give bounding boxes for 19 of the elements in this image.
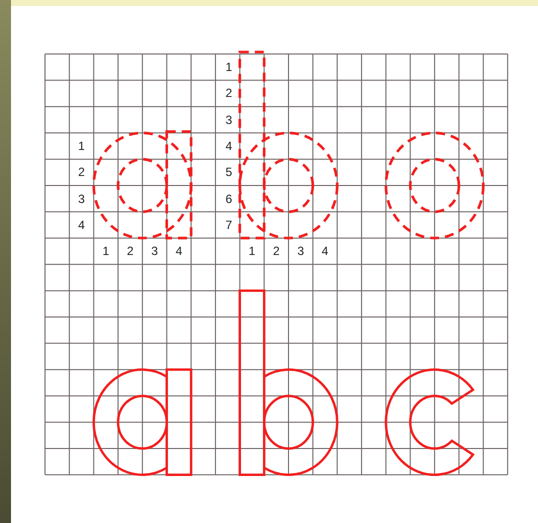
row-number: 1 (224, 61, 234, 74)
row-number: 6 (224, 192, 234, 205)
row-number: 3 (77, 192, 86, 205)
row-number: 4 (224, 140, 234, 152)
column-number: 3 (150, 245, 159, 258)
row-number: 5 (224, 166, 234, 178)
row-number: 3 (224, 114, 234, 126)
column-number: 3 (296, 245, 306, 258)
column-number: 4 (320, 245, 330, 258)
row-number: 1 (77, 140, 86, 152)
row-number: 4 (77, 218, 86, 231)
row-number: 2 (224, 87, 234, 100)
row-number: 7 (224, 218, 234, 231)
column-number: 1 (248, 245, 256, 258)
row-number: 2 (77, 166, 86, 178)
column-number: 1 (102, 245, 110, 258)
column-number: 2 (272, 245, 281, 258)
column-number: 2 (126, 245, 135, 258)
column-number: 4 (174, 245, 184, 258)
